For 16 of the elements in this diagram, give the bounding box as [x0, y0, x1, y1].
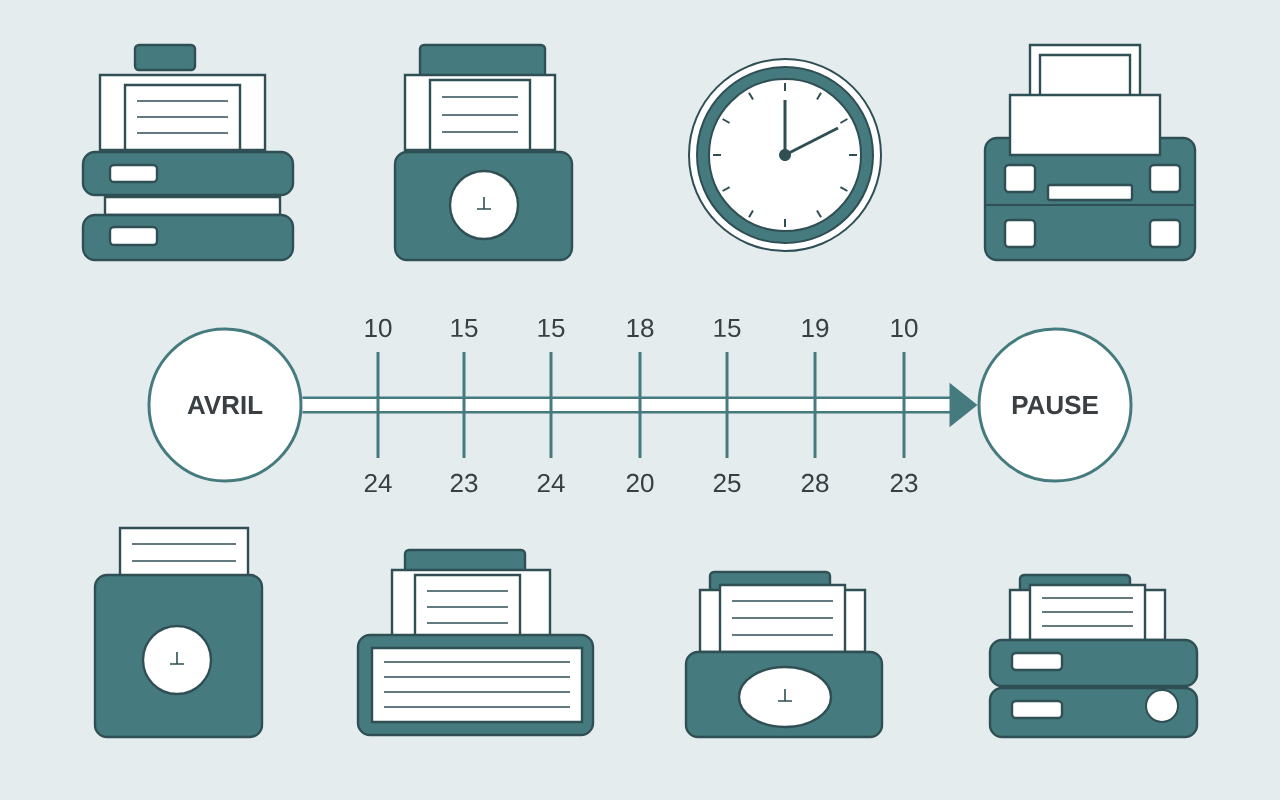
date-number: 23	[450, 473, 478, 493]
date-number: 28	[801, 473, 829, 493]
date-number: 15	[538, 318, 565, 338]
date-number: 23	[890, 473, 918, 493]
date-number: 10	[891, 318, 918, 338]
date-number: 15	[714, 318, 741, 338]
date-number: 20	[626, 473, 654, 493]
date-number: 19	[802, 318, 829, 338]
date-number: 10	[365, 318, 392, 338]
date-number: 18	[627, 318, 654, 338]
circle-node: PAUSE	[977, 327, 1133, 483]
date-number: 24	[537, 473, 565, 493]
date-number: 25	[713, 473, 741, 493]
date-number: 24	[364, 473, 392, 493]
circle-node: AVRIL	[147, 327, 303, 483]
date-number: 15	[451, 318, 478, 338]
